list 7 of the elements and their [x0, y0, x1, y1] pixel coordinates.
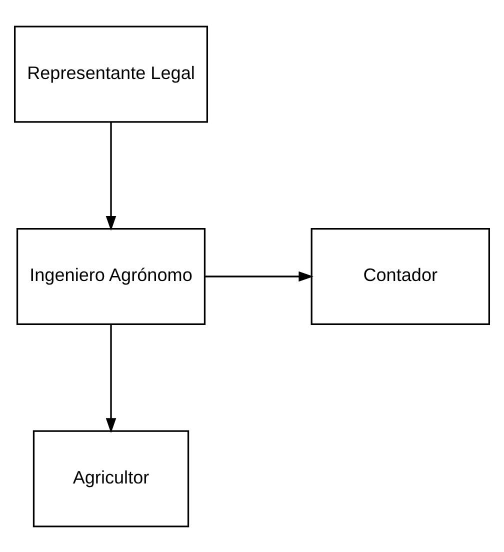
arrow	[106, 324, 116, 432]
node-box: Contador	[310, 228, 490, 324]
node-box: Ingeniero Agrónomo	[16, 228, 206, 324]
node-box: Agricultor	[32, 430, 190, 527]
arrow	[106, 122, 116, 230]
node-box: Representante Legal	[14, 25, 208, 122]
arrow	[204, 270, 314, 282]
